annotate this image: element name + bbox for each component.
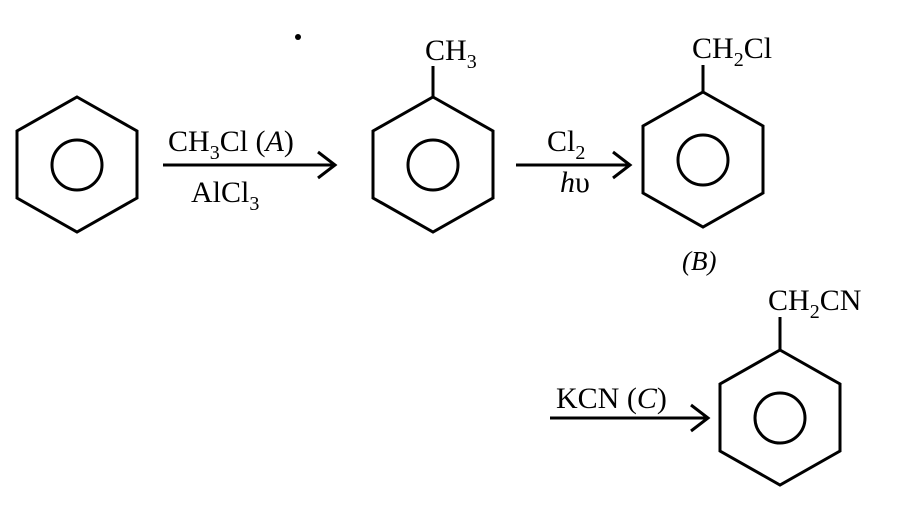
reagent-kcn-label: KCN (C) [556,382,667,415]
catalyst-alcl3-label: AlCl3 [191,176,259,215]
toluene-ring [371,66,495,234]
arrow-step-1 [163,150,338,180]
condition-hv-label: hυ [560,166,590,199]
benzyl-cyanide-substituent-label: CH2CN [768,284,861,323]
compound-b-label: (B) [682,246,716,276]
ink-speck [295,34,301,40]
reagent-ch3cl-label: CH3Cl (A) [168,125,294,164]
reagent-cl2-label: Cl2 [547,125,585,164]
benzyl-chloride-ring [641,65,765,229]
benzyl-chloride-substituent-label: CH2Cl [692,32,772,71]
benzyl-cyanide-ring [718,317,842,487]
toluene-methyl-label: CH3 [425,34,477,73]
arrow-step-2 [516,150,633,180]
arrow-step-3 [550,403,711,433]
benzene-ring [15,95,139,234]
